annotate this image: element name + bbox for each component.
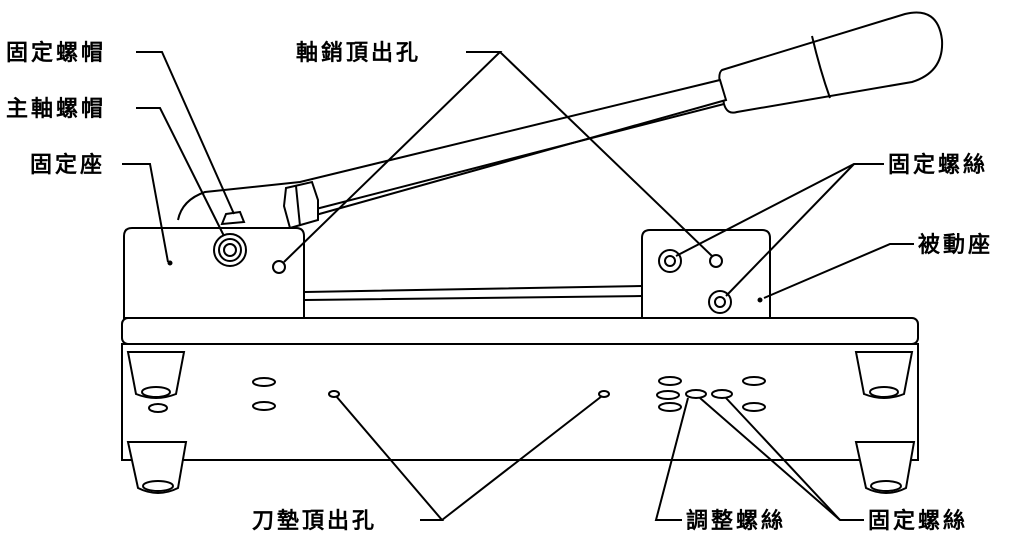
foot-front-right <box>854 351 914 399</box>
label-fixed-nut: 固定螺帽 <box>6 40 107 66</box>
grip-ring <box>811 35 831 99</box>
foot-back-left <box>126 441 188 494</box>
label-spindle-nut: 主軸螺帽 <box>6 96 107 122</box>
leader-pin-hole-right <box>499 51 713 257</box>
hex-collar <box>282 180 319 230</box>
leader-driven-base <box>763 243 914 299</box>
leader-adjusting-screw <box>654 397 689 521</box>
label-fixed-base: 固定座 <box>30 152 106 178</box>
leader-fixed-base <box>122 163 169 263</box>
leader-fixed-screw-lower-b <box>725 397 841 521</box>
foot-back-right <box>854 441 916 494</box>
label-adjusting-screw: 調整螺絲 <box>686 508 787 534</box>
leader-fixed-nut <box>136 51 235 215</box>
label-fixed-screw-upper: 固定螺絲 <box>888 152 989 178</box>
base-plate-top <box>121 317 919 345</box>
leader-lines <box>122 51 914 521</box>
foot-front-left <box>126 351 186 413</box>
leader-spindle-nut <box>136 107 225 237</box>
leader-fixed-screw-upper-b <box>725 163 855 297</box>
leader-blade-pad-right <box>441 395 603 521</box>
label-driven-base: 被動座 <box>918 232 994 258</box>
label-pin-ejection-hole: 軸銷頂出孔 <box>296 40 422 66</box>
handle-arm <box>177 78 728 225</box>
link-rod <box>304 285 643 301</box>
label-fixed-screw-lower: 固定螺絲 <box>868 508 969 534</box>
base-plate-front <box>121 343 919 461</box>
driven-seat-block <box>641 229 771 319</box>
label-blade-pad-ejection-hole: 刀墊頂出孔 <box>252 508 378 534</box>
